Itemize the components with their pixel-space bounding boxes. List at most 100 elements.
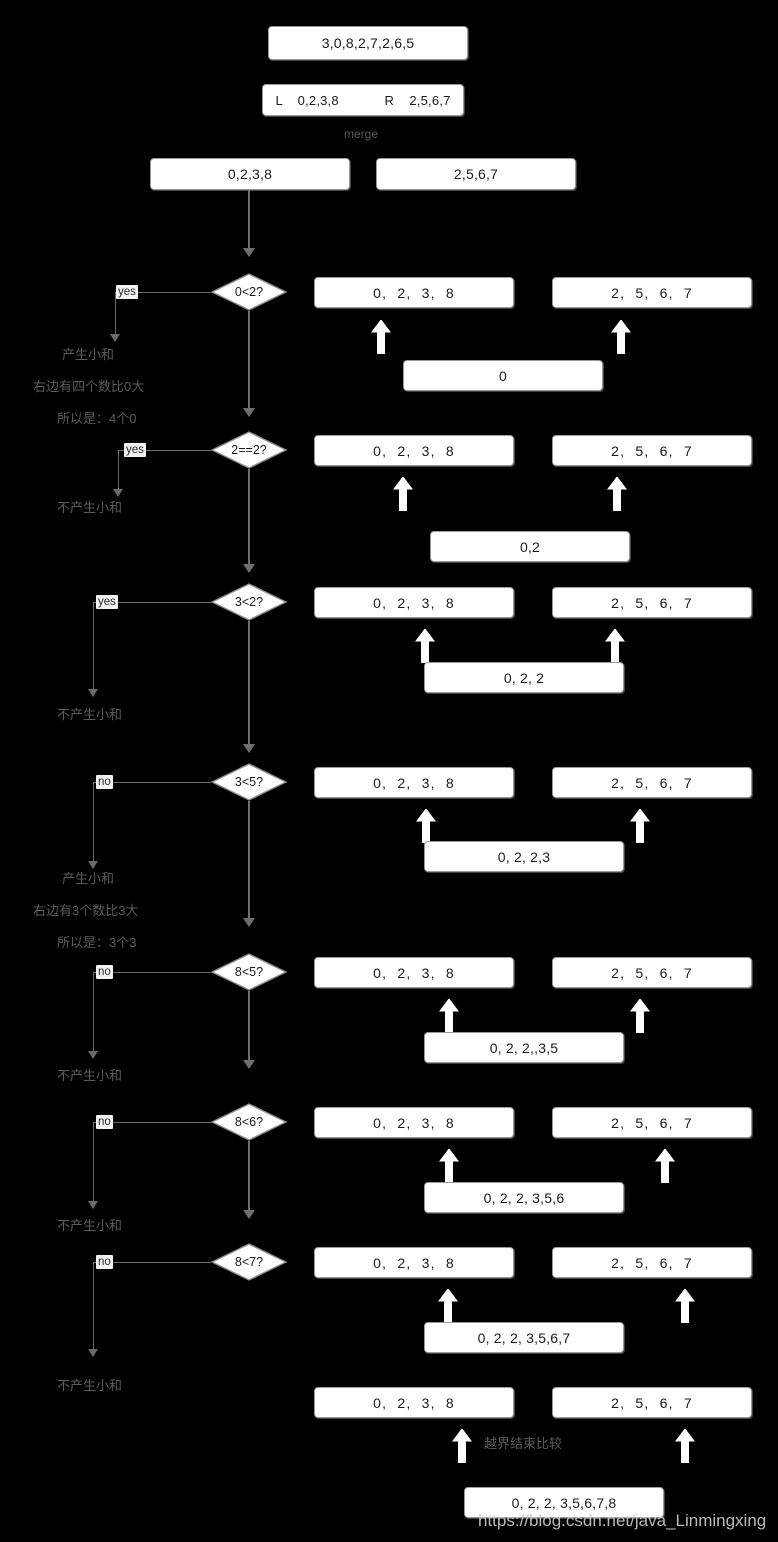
decision-3-lt-2[interactable]: 3<2?	[211, 583, 287, 621]
step-1-left-pointer	[371, 320, 391, 354]
flow-arrow-5-6	[243, 1060, 255, 1069]
step-3-right-array: 2, 5, 6, 7	[552, 587, 752, 618]
left-half-box: 0,2,3,8	[150, 158, 350, 190]
decision-3-lt-5[interactable]: 3<5?	[211, 763, 287, 801]
step-3-right-pointer	[605, 629, 625, 663]
final-left-pointer	[452, 1429, 472, 1463]
step-6-right-pointer	[655, 1149, 675, 1183]
right-half-box: 2,5,6,7	[376, 158, 576, 190]
step-2-right-pointer	[607, 477, 627, 511]
diamond-shape	[211, 431, 287, 469]
branch-arrow-3	[88, 689, 98, 697]
diamond-shape	[211, 763, 287, 801]
flow-line-start	[248, 190, 250, 252]
final-right-array: 2, 5, 6, 7	[552, 1387, 752, 1418]
step-3-left-array: 0, 2, 3, 8	[314, 587, 514, 618]
branch-line-4	[93, 782, 211, 783]
diamond-shape	[211, 1103, 287, 1141]
decision-8-lt-5[interactable]: 8<5?	[211, 953, 287, 991]
flow-arrow-2-3	[243, 564, 255, 573]
step-7-left-array: 0, 2, 3, 8	[314, 1247, 514, 1278]
watermark-url: https://blog.csdn.net/java_Linmingxing	[478, 1511, 767, 1530]
branch-arrow-4	[88, 861, 98, 869]
branch-label-6: no	[96, 1115, 113, 1129]
step-4-left-array: 0, 2, 3, 8	[314, 767, 514, 798]
branch-drop-5	[93, 972, 94, 1054]
step-1-result: 0	[403, 360, 603, 391]
decision-8-lt-7[interactable]: 8<7?	[211, 1243, 287, 1281]
step-4-right-array: 2, 5, 6, 7	[552, 767, 752, 798]
step-2-left-pointer	[393, 477, 413, 511]
note-4-2: 所以是：3个3	[57, 935, 137, 950]
step-4-right-pointer	[630, 809, 650, 843]
branch-arrow-2	[113, 489, 123, 497]
note-3-0: 不产生小和	[57, 707, 123, 722]
note-5-0: 不产生小和	[57, 1068, 123, 1083]
note-4-0: 产生小和	[62, 871, 115, 886]
final-right-pointer	[675, 1429, 695, 1463]
step-5-right-array: 2, 5, 6, 7	[552, 957, 752, 988]
step-5-right-pointer	[630, 999, 650, 1033]
branch-line-7	[93, 1262, 211, 1263]
branch-arrow-7	[88, 1349, 98, 1357]
branch-drop-1	[115, 292, 116, 337]
branch-line-1	[115, 292, 211, 293]
note-1-1: 右边有四个数比0大	[33, 379, 145, 394]
step-3-left-pointer	[415, 629, 435, 663]
step-5-result: 0, 2, 2,,3,5	[424, 1032, 624, 1063]
step-1-left-array: 0, 2, 3, 8	[314, 277, 514, 308]
branch-drop-3	[93, 602, 94, 692]
final-result-box: 0, 2, 2, 3,5,6,7,8	[464, 1487, 664, 1518]
merge-label: merge	[344, 127, 379, 141]
step-6-result: 0, 2, 2, 3,5,6	[424, 1182, 624, 1213]
step-7-left-pointer	[438, 1289, 458, 1323]
step-4-result: 0, 2, 2,3	[424, 841, 624, 872]
note-6-0: 不产生小和	[57, 1218, 123, 1233]
step-6-left-array: 0, 2, 3, 8	[314, 1107, 514, 1138]
flow-arrow-start	[243, 248, 255, 257]
final-left-array: 0, 2, 3, 8	[314, 1387, 514, 1418]
branch-label-4: no	[96, 775, 113, 789]
branch-label-1: yes	[116, 285, 138, 299]
note-1-2: 所以是：4个0	[57, 411, 137, 426]
step-5-left-array: 0, 2, 3, 8	[314, 957, 514, 988]
flow-line-4-5	[248, 801, 250, 923]
branch-arrow-6	[88, 1201, 98, 1209]
flow-line-1-2	[248, 311, 250, 413]
step-4-left-pointer	[416, 809, 436, 843]
diamond-shape	[211, 953, 287, 991]
decision-2-eq-2[interactable]: 2==2?	[211, 431, 287, 469]
diamond-shape	[211, 273, 287, 311]
flow-arrow-3-4	[243, 744, 255, 753]
flow-arrow-1-2	[243, 408, 255, 417]
step-2-result: 0,2	[430, 531, 630, 562]
branch-line-6	[93, 1122, 211, 1123]
decision-8-lt-6[interactable]: 8<6?	[211, 1103, 287, 1141]
branch-drop-2	[118, 450, 119, 492]
step-5-left-pointer	[439, 999, 459, 1033]
branch-label-5: no	[96, 965, 113, 979]
flow-line-6-7	[248, 1141, 250, 1215]
branch-line-5	[93, 972, 211, 973]
step-7-right-array: 2, 5, 6, 7	[552, 1247, 752, 1278]
step-1-right-array: 2, 5, 6, 7	[552, 277, 752, 308]
note-2-0: 不产生小和	[57, 500, 123, 515]
step-6-right-array: 2, 5, 6, 7	[552, 1107, 752, 1138]
flow-arrow-4-5	[243, 918, 255, 927]
branch-label-3: yes	[96, 595, 118, 609]
branch-drop-6	[93, 1122, 94, 1204]
flow-line-2-3	[248, 469, 250, 569]
diamond-shape	[211, 1243, 287, 1281]
step-2-right-array: 2, 5, 6, 7	[552, 435, 752, 466]
split-lr-box: L 0,2,3,8 R 2,5,6,7	[262, 84, 464, 116]
final-note: 越界结束比较	[484, 1436, 563, 1451]
note-4-1: 右边有3个数比3大	[33, 903, 139, 918]
diamond-shape	[211, 583, 287, 621]
decision-0-lt-2[interactable]: 0<2?	[211, 273, 287, 311]
original-array-box: 3,0,8,2,7,2,6,5	[268, 26, 468, 60]
step-7-result: 0, 2, 2, 3,5,6,7	[424, 1322, 624, 1353]
step-7-right-pointer	[675, 1289, 695, 1323]
note-7-0: 不产生小和	[57, 1378, 123, 1393]
step-3-result: 0, 2, 2	[424, 662, 624, 693]
